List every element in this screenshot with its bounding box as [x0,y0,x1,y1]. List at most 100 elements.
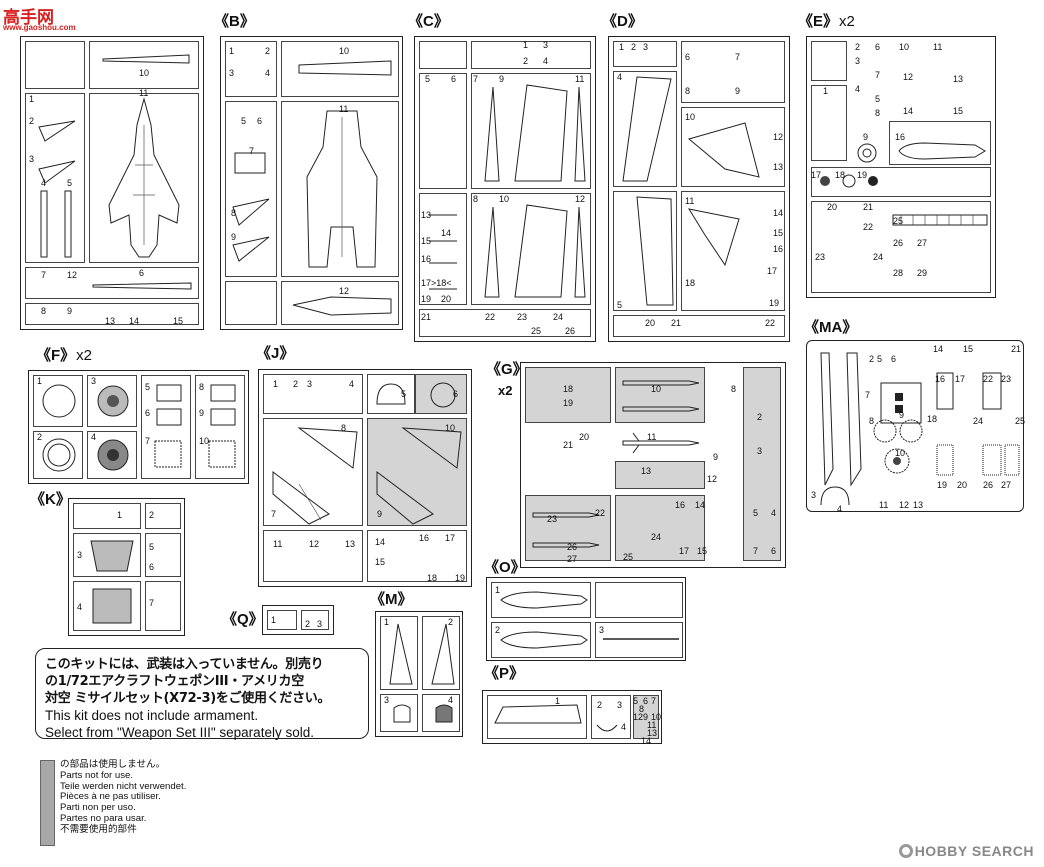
part-number: 14 [641,736,652,746]
fuselage-bottom-part [306,110,378,268]
part-number: 24 [553,312,564,322]
sprue-k: 1 2 3 5 6 4 7 [68,498,185,636]
part-number: 7 [651,696,657,706]
part-number: 14 [695,500,706,510]
unused-parts-legend-text: の部品は使用しません。 Parts not for use. Teile wer… [60,759,186,836]
legend-line: Parts not for use. [60,769,134,781]
part-number: 24 [973,416,984,426]
sprue-b-frame-tl [225,41,277,97]
drop-tank-part-o [500,631,588,649]
hobby-search-logo-icon [898,844,913,858]
sprue-a-frame-top-left [25,41,85,89]
part-number: 3 [543,40,549,50]
intake-duct-part-ma [820,352,862,487]
part-number: 11 [933,42,943,52]
part-number: 12 [707,474,718,484]
sprue-f: 1 3 5 6 8 9 2 4 7 10 [28,370,249,484]
part-number: 20 [579,432,590,442]
sprue-c-frame-ml [419,73,467,189]
part-number: 3 [77,550,83,560]
sprue-g: 18 19 10 8 11 9 3 2 21 20 13 12 22 23 16… [520,362,786,568]
sprue-k-frame-mr [145,533,181,577]
tail-fin-part-m [431,623,455,685]
part-number: 9 [643,712,649,722]
tail-fin-part-m [389,623,413,685]
site-watermark: 高手网 [3,8,54,28]
part-number: 13 [913,500,924,510]
missile-part-g [622,380,700,412]
part-number: 11 [273,539,283,549]
sprue-ma: 2 5 6 14 15 21 7 16 17 22 23 8 18 24 25 … [806,340,1026,514]
part-number: 18 [563,384,574,394]
part-number: 21 [863,202,874,212]
legend-line: 不需要使用的部件 [60,823,137,835]
part-number: 14 [441,228,452,238]
clear-part-m [393,704,411,723]
part-number: 4 [77,602,83,612]
part-number: 12 [339,286,350,296]
sprue-q-frame-2 [301,610,329,630]
part-number: 11 [575,74,585,84]
part-number: 2 [855,42,861,52]
part-number: 4 [265,68,271,78]
part-number: 20 [957,480,968,490]
part-number: 27 [1001,480,1012,490]
sprue-m: 1 2 3 4 [375,611,463,737]
part-number: 23 [815,252,826,262]
sprue-c-frame-foot [419,309,591,337]
part-number: 11 [685,196,695,206]
part-number: 3 [617,700,623,710]
sprue-b-frame-bl [225,281,277,325]
sprue-a-frame-bottom [25,267,199,299]
sprue-f-frame-5 [141,375,191,479]
sprue-f-multiplier: x2 [76,347,93,364]
part-number: 3 [643,42,649,52]
sprue-e-frame-mid [889,121,991,165]
part-number: 23 [547,514,558,524]
part-number: 4 [543,56,549,66]
legend-line: の部品は使用しません。 [60,759,166,770]
part-number: 9 [713,452,719,462]
sprue-f-frame-6 [195,375,245,479]
sprue-q-frame-1 [267,610,297,630]
part-number: 2 [631,42,637,52]
armament-note-en-line: This kit does not include armament. [45,708,259,723]
part-number: 6 [685,52,691,62]
part-number: 25 [531,326,542,336]
part-number: 8 [731,384,737,394]
site-url-watermark: www.gaoshou.com [3,23,76,32]
part-number: 5 [401,389,407,399]
part-number: 2 [29,116,35,126]
part-number: 5 [875,94,881,104]
sprue-m-frame-r [422,616,460,690]
part-number: 28 [893,268,904,278]
part-number: 27 [917,238,928,248]
part-number: 18 [927,414,938,424]
sprue-p-frame-mid [591,695,631,739]
part-number: 3 [29,154,35,164]
part-number: 4 [349,379,355,389]
part-number: 18 [685,278,696,288]
flap-part-j-unused [376,427,462,525]
part-number: 18 [427,573,438,583]
part-number: 26 [983,480,994,490]
canopy-part-j-unused [430,382,456,408]
part-number: 9 [899,410,905,420]
sprue-p-frame-left [487,695,587,739]
part-number: 1 [384,617,390,627]
turbine-face-part [97,439,129,471]
part-number: 10 [685,112,696,122]
part-number: 13 [773,162,784,172]
part-number: 9 [735,86,741,96]
part-number: 10 [445,423,456,433]
part-number: 19 [455,573,466,583]
part-number: 7 [473,74,479,84]
part-number: 4 [91,432,97,442]
part-number: 14 [773,208,784,218]
part-number: 8 [473,194,479,204]
part-number: 15 [697,546,708,556]
part-number: 5 [877,354,883,364]
part-number: 10 [651,712,662,722]
part-number: 25 [1015,416,1026,426]
bulkhead-part-k [92,588,132,624]
